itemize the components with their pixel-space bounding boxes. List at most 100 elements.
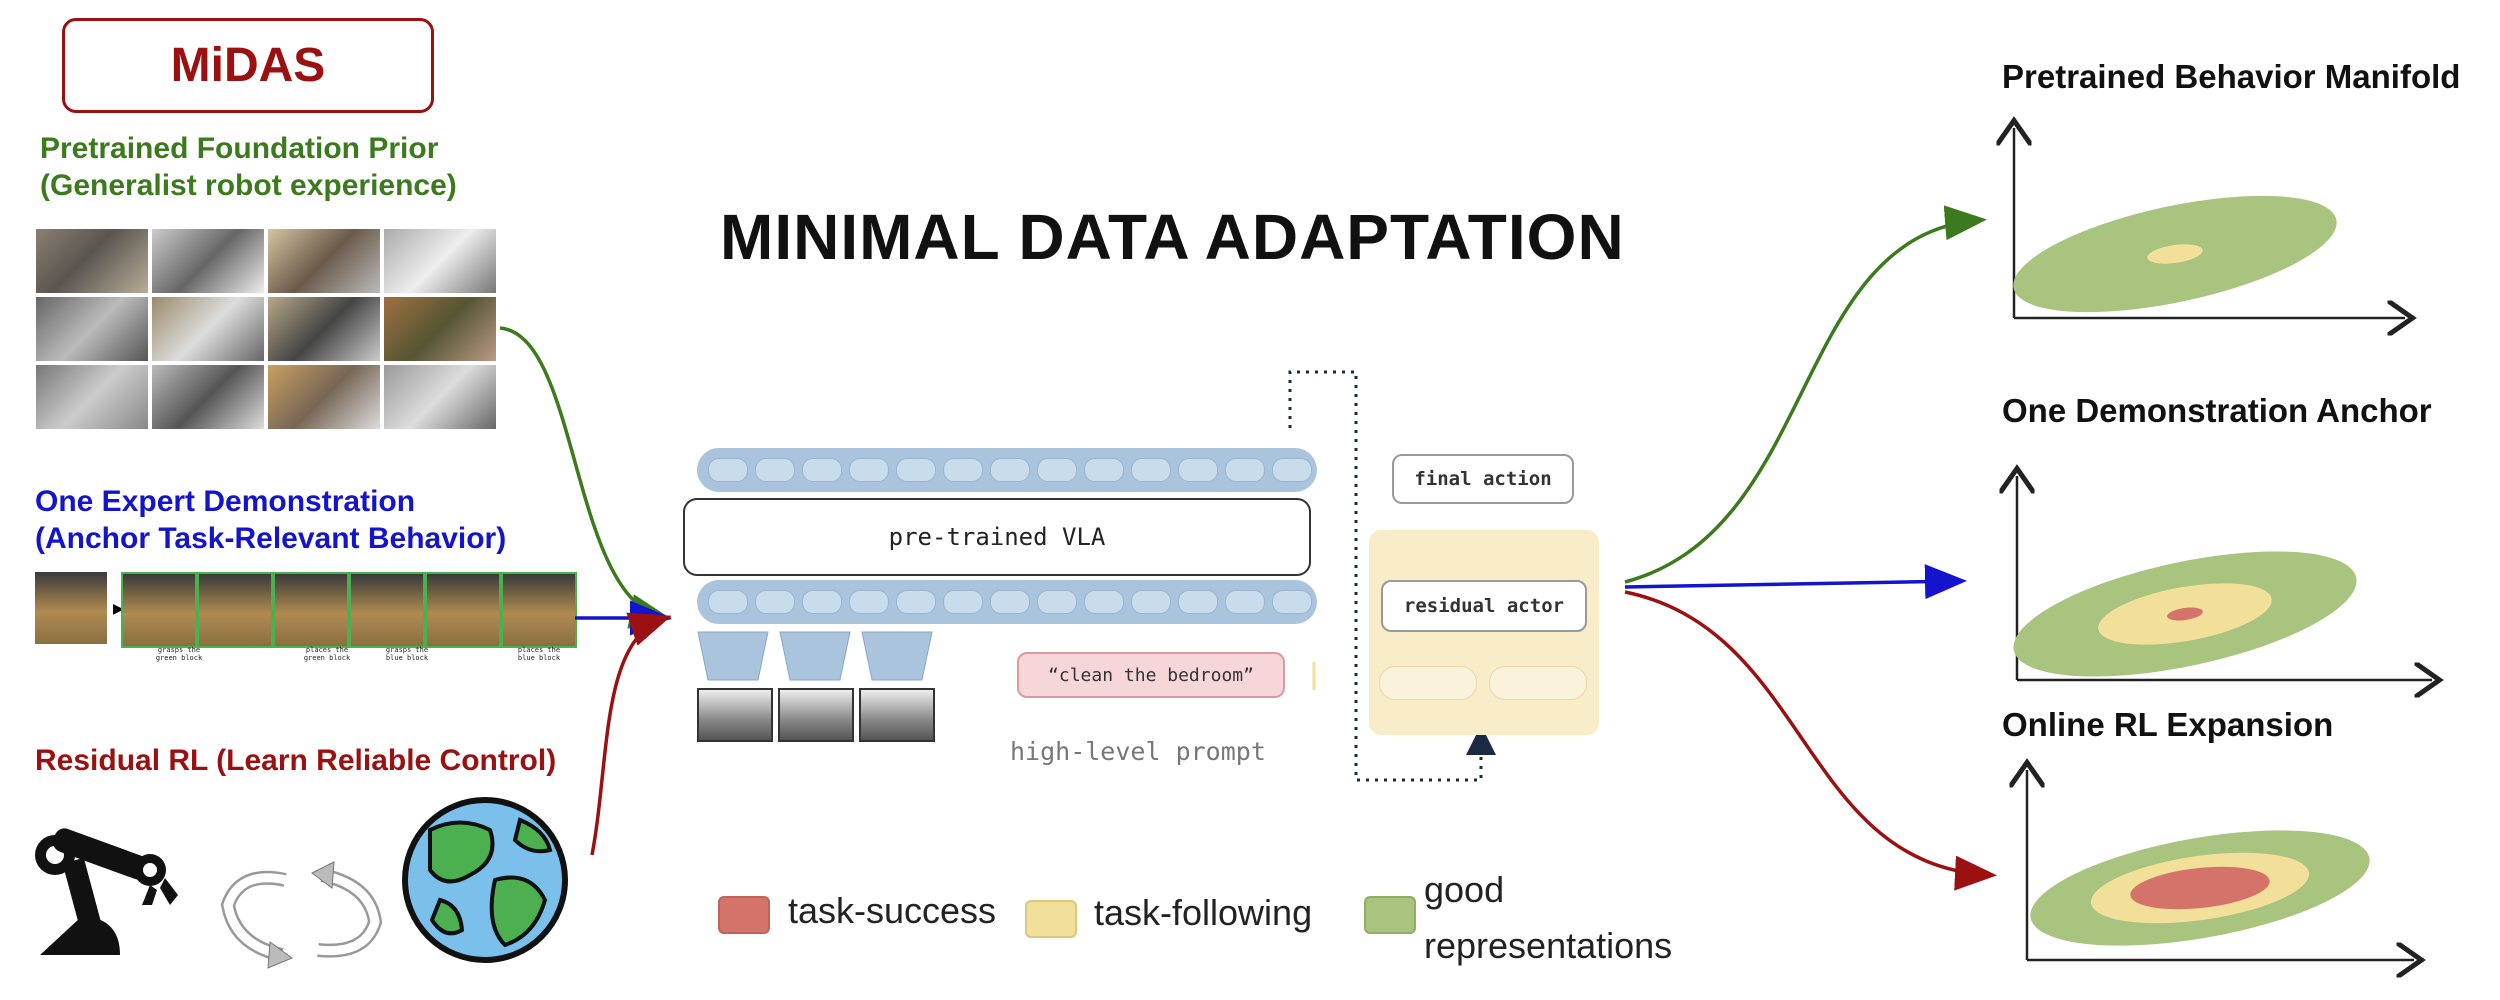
robot-photo <box>267 228 381 294</box>
demo-frame <box>273 572 349 648</box>
token-pill <box>708 458 748 482</box>
red-input-arrow <box>590 612 672 856</box>
task-following-region <box>2147 244 2203 264</box>
camera-frame <box>778 688 854 742</box>
token-pill <box>943 458 983 482</box>
robot-arm-icon <box>35 828 178 955</box>
legend-swatch-following <box>1025 900 1077 938</box>
final-action-label: final action <box>1414 468 1552 490</box>
plot-pretrained-manifold <box>2004 128 2405 335</box>
demo-caption: places the blue block <box>517 646 561 662</box>
robot-photo-grid <box>35 228 497 430</box>
demo-frame <box>197 572 273 648</box>
high-level-prompt-label: high-level prompt <box>1010 737 1266 766</box>
legend-swatch-good <box>1364 896 1416 934</box>
plot-demonstration-anchor <box>2003 476 2432 701</box>
token-pill <box>708 590 748 614</box>
plot-title-manifold: Pretrained Behavior Manifold <box>2002 58 2461 95</box>
vision-encoder <box>779 631 851 681</box>
demo-title: One Expert Demonstration (Anchor Task-Re… <box>35 483 506 557</box>
legend-label-good: good representations <box>1424 862 1672 974</box>
token-pill <box>1272 590 1312 614</box>
camera-frame <box>859 688 935 742</box>
token-pill <box>1272 458 1312 482</box>
token-pill <box>1037 458 1077 482</box>
prompt-token: “clean the bedroom” <box>1017 652 1285 698</box>
page-title: MINIMAL DATA ADAPTATION <box>720 201 1625 273</box>
residual-actor-panel <box>1369 530 1599 735</box>
robot-photo <box>151 364 265 430</box>
plot-online-rl-expansion <box>2022 770 2414 967</box>
token-pill <box>1084 590 1124 614</box>
token-pill <box>1178 458 1218 482</box>
demo-title-line2: (Anchor Task-Relevant Behavior) <box>35 522 507 555</box>
legend-swatch-success <box>718 896 770 934</box>
robot-photo <box>151 228 265 294</box>
token-pill <box>755 590 795 614</box>
blue-output-arrow <box>1624 564 1967 600</box>
plot-title-anchor: One Demonstration Anchor <box>2002 392 2432 429</box>
final-action-box: final action <box>1392 454 1574 504</box>
vla-block: pre-trained VLA <box>683 498 1311 576</box>
demo-frame <box>121 572 197 648</box>
vision-encoder <box>861 631 933 681</box>
robot-photo <box>151 296 265 362</box>
legend-label-good-line1: good <box>1424 869 1505 910</box>
green-input-arrow <box>499 326 672 629</box>
legend-label-following: task-following <box>1094 892 1313 933</box>
token-pill <box>943 590 983 614</box>
midas-logo: MiDAS <box>62 18 434 113</box>
action-slot <box>1379 666 1477 700</box>
robot-photo <box>267 296 381 362</box>
camera-frame <box>697 688 773 742</box>
prompt-text: “clean the bedroom” <box>1048 664 1254 686</box>
demo-frame <box>425 572 501 648</box>
token-pill <box>1225 458 1265 482</box>
demo-caption: grasps the green block <box>155 646 203 662</box>
robot-photo <box>35 296 149 362</box>
token-pill <box>802 590 842 614</box>
prior-title: Pretrained Foundation Prior (Generalist … <box>40 130 457 204</box>
demo-frame <box>501 572 577 648</box>
token-pill <box>1131 458 1171 482</box>
demo-caption: grasps the blue block <box>385 646 429 662</box>
globe-icon <box>402 797 568 963</box>
robot-photo <box>267 364 381 430</box>
robot-photo <box>35 364 149 430</box>
green-output-arrow <box>1624 205 1987 584</box>
demo-title-line1: One Expert Demonstration <box>35 485 416 518</box>
token-pill <box>896 590 936 614</box>
token-pill <box>849 458 889 482</box>
legend-label-success: task-success <box>788 890 997 931</box>
vision-encoder <box>697 631 769 681</box>
rl-title: Residual RL (Learn Reliable Control) <box>35 744 557 777</box>
vla-label: pre-trained VLA <box>888 523 1106 551</box>
demo-frame-strip: ▶ grasps the green block places the gree… <box>35 572 577 662</box>
robot-photo <box>383 364 497 430</box>
token-pill <box>1037 590 1077 614</box>
token-pill <box>896 458 936 482</box>
token-pill <box>990 590 1030 614</box>
robot-photo <box>35 228 149 294</box>
token-pill <box>849 590 889 614</box>
demo-caption: places the green block <box>303 646 351 662</box>
residual-actor-box: residual actor <box>1381 580 1587 632</box>
dotted-feedback-line <box>1288 370 1496 782</box>
residual-actor-label: residual actor <box>1403 595 1565 617</box>
prior-title-line2: (Generalist robot experience) <box>40 169 457 202</box>
plot-title-expansion: Online RL Expansion <box>2002 706 2334 743</box>
token-pill <box>990 458 1030 482</box>
token-pill <box>1178 590 1218 614</box>
token-pill <box>1084 458 1124 482</box>
token-pill <box>755 458 795 482</box>
token-pill <box>802 458 842 482</box>
task-success-region <box>2167 607 2203 621</box>
robot-photo <box>383 296 497 362</box>
cycle-arrows-icon <box>220 861 383 969</box>
token-pill <box>1131 590 1171 614</box>
arrow-icon: ▶ <box>113 600 124 616</box>
demo-frame <box>349 572 425 648</box>
demo-frame <box>35 572 107 644</box>
robot-photo <box>383 228 497 294</box>
